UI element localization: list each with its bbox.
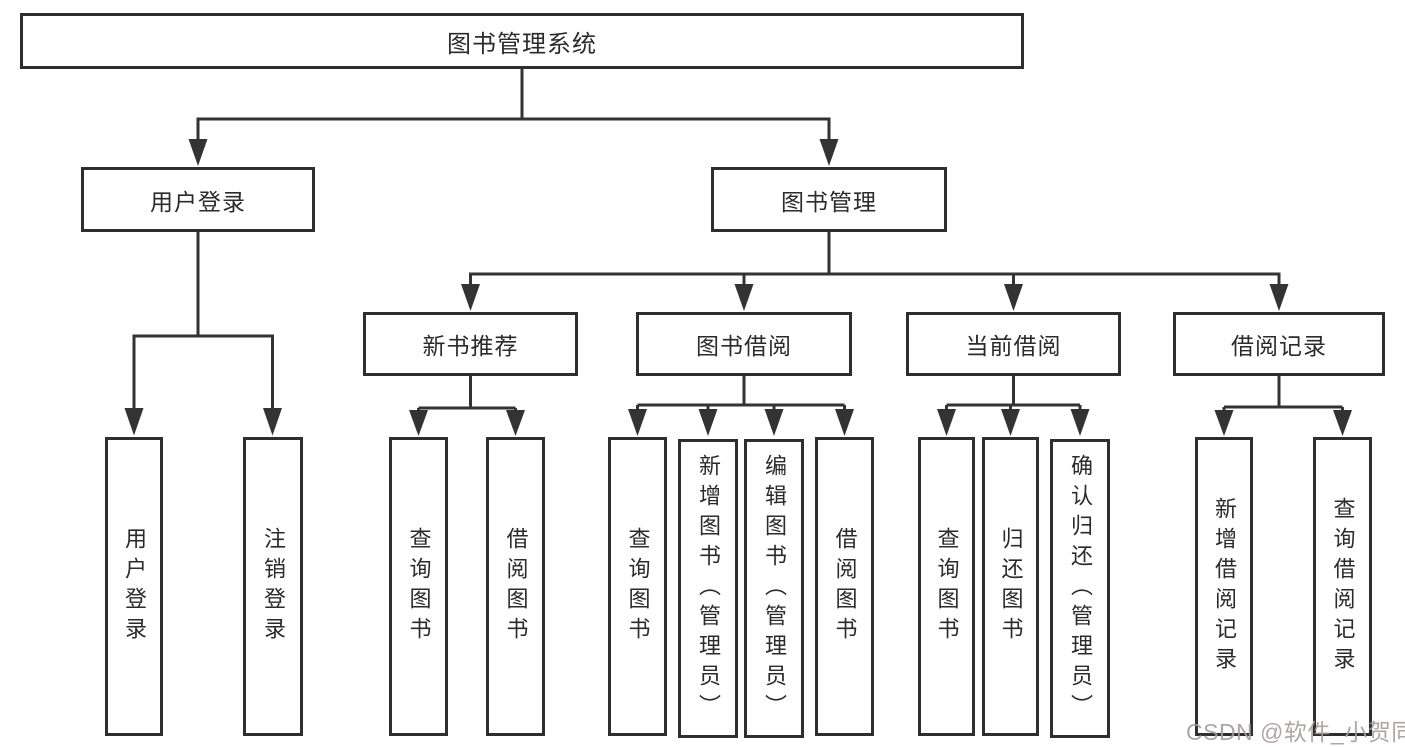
node-borrowing-records-label: 借阅记录 bbox=[1231, 333, 1327, 359]
node-user-login-label: 用户登录 bbox=[150, 188, 246, 215]
leaf-records-query-borrow-record: 查询借阅记录 bbox=[1313, 437, 1372, 736]
leaf-borrowing-edit-books-admin-label: 编辑图书（管理员） bbox=[762, 453, 787, 724]
leaf-borrowing-edit-books-admin: 编辑图书（管理员） bbox=[744, 439, 804, 738]
leaf-records-add-borrow-record: 新增借阅记录 bbox=[1195, 437, 1253, 736]
leaf-borrowing-add-books-admin-label: 新增图书（管理员） bbox=[696, 453, 721, 724]
leaf-newbook-query-books-label: 查询图书 bbox=[406, 526, 432, 647]
leaf-borrowing-borrow-books: 借阅图书 bbox=[815, 437, 874, 736]
node-book-borrowing: 图书借阅 bbox=[636, 312, 852, 376]
leaf-records-query-borrow-record-label: 查询借阅记录 bbox=[1330, 496, 1356, 677]
edges-current-borrow bbox=[937, 375, 1090, 436]
leaf-current-return-books-label: 归还图书 bbox=[998, 526, 1024, 647]
leaf-current-query-books: 查询图书 bbox=[918, 437, 975, 736]
node-new-book-recommend-label: 新书推荐 bbox=[422, 333, 519, 359]
node-current-borrowing: 当前借阅 bbox=[906, 312, 1121, 376]
edges-book-borrow bbox=[628, 375, 854, 436]
leaf-logout: 注销登录 bbox=[243, 437, 303, 736]
leaf-borrowing-add-books-admin: 新增图书（管理员） bbox=[678, 439, 738, 738]
leaf-current-confirm-return-admin: 确认归还（管理员） bbox=[1050, 439, 1110, 738]
leaf-logout-label: 注销登录 bbox=[261, 526, 286, 647]
edges-book-mgmt bbox=[461, 231, 1289, 311]
node-library-system-label: 图书管理系统 bbox=[447, 30, 597, 58]
edges-new-book bbox=[409, 375, 525, 436]
leaf-newbook-borrow-books-label: 借阅图书 bbox=[503, 526, 529, 647]
leaf-user-login: 用户登录 bbox=[105, 437, 163, 736]
node-library-system: 图书管理系统 bbox=[20, 13, 1024, 69]
leaf-current-confirm-return-admin-label: 确认归还（管理员） bbox=[1068, 453, 1093, 724]
leaf-current-query-books-label: 查询图书 bbox=[934, 526, 960, 647]
edges-borrow-record bbox=[1214, 375, 1352, 436]
leaf-borrowing-query-books: 查询图书 bbox=[608, 437, 667, 736]
edges-root bbox=[188, 67, 839, 166]
leaf-user-login-label: 用户登录 bbox=[122, 526, 147, 647]
leaf-borrowing-borrow-books-label: 借阅图书 bbox=[832, 526, 858, 647]
node-borrowing-records: 借阅记录 bbox=[1173, 312, 1385, 376]
node-book-management: 图书管理 bbox=[711, 167, 947, 232]
leaf-records-add-borrow-record-label: 新增借阅记录 bbox=[1212, 496, 1237, 677]
node-book-borrowing-label: 图书借阅 bbox=[696, 333, 792, 359]
leaf-newbook-query-books: 查询图书 bbox=[389, 437, 448, 736]
node-new-book-recommend: 新书推荐 bbox=[363, 312, 578, 376]
node-book-management-label: 图书管理 bbox=[781, 188, 877, 215]
csdn-watermark: CSDN @软件_小贺同学 bbox=[1186, 719, 1405, 745]
leaf-borrowing-query-books-label: 查询图书 bbox=[625, 526, 651, 647]
edges-user-login bbox=[124, 231, 282, 436]
leaf-current-return-books: 归还图书 bbox=[982, 437, 1039, 736]
node-current-borrowing-label: 当前借阅 bbox=[965, 333, 1062, 359]
node-user-login: 用户登录 bbox=[81, 167, 315, 232]
leaf-newbook-borrow-books: 借阅图书 bbox=[486, 437, 545, 736]
